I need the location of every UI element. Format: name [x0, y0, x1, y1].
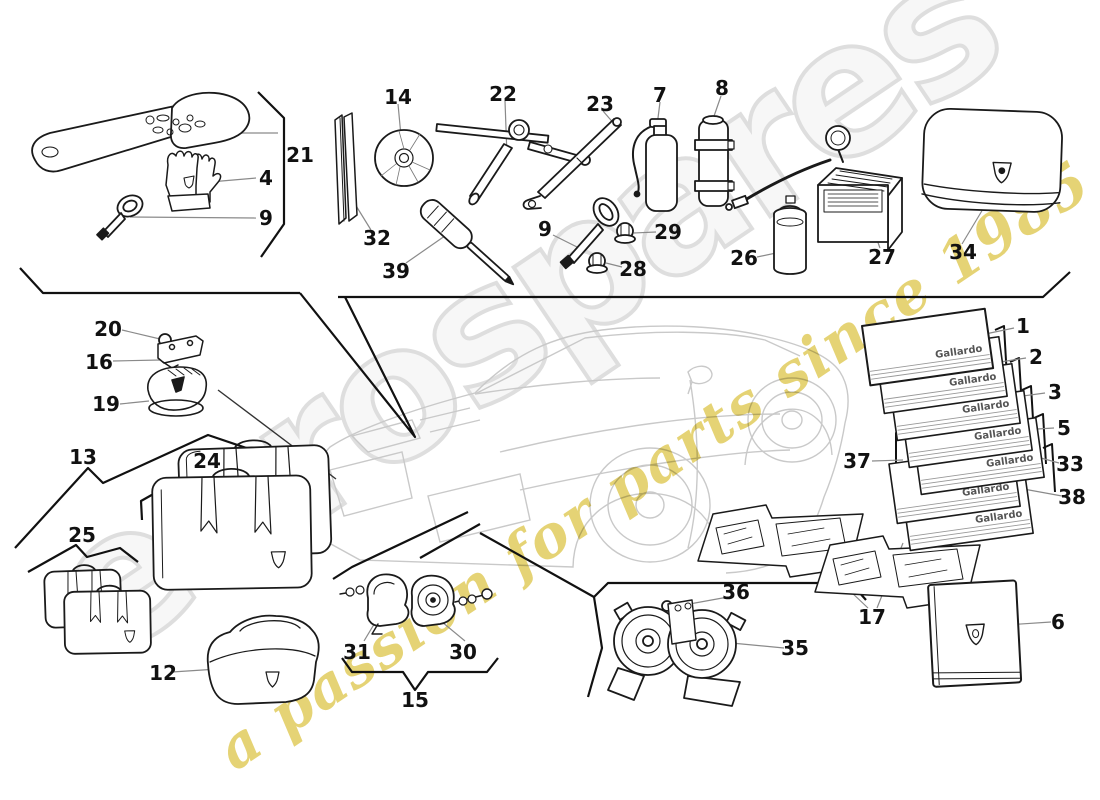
compressor-kit-drawing [725, 125, 903, 251]
kit-case-drawing [921, 107, 1063, 213]
suitcase-large-front-drawing [151, 467, 313, 591]
window-wedge-drawing [334, 112, 358, 225]
bracket-13 [14, 433, 274, 549]
bracket-21 [257, 91, 286, 258]
jack-tool-drawing [31, 91, 251, 173]
car-outline [315, 325, 849, 574]
tow-hook2-drawing [559, 197, 620, 270]
horn-pair-35-drawing [607, 599, 747, 707]
manual-stack: Gallardo Gallardo Gallardo Gallardo Gall… [861, 307, 1045, 552]
part-drawings: Gallardo Gallardo Gallardo Gallardo Gall… [31, 91, 1063, 707]
horn-30-drawing [410, 574, 493, 627]
valve-cap-29-drawing [614, 222, 636, 244]
suitcase-small-front-drawing [63, 584, 152, 655]
sealant-bottle-drawing [694, 115, 735, 207]
tow-hook-drawing [96, 194, 144, 241]
cd-drawing [374, 129, 434, 187]
garment-bag-drawing [206, 614, 320, 705]
crank-rod-drawing [522, 117, 622, 210]
valve-cap-28-drawing [586, 252, 608, 274]
horn-31-drawing [339, 573, 410, 635]
bracket-15 [341, 657, 499, 692]
bracket-25 [27, 543, 139, 573]
wrench-drawing [435, 119, 591, 206]
gloves-drawing [165, 150, 222, 212]
fire-extinguisher-drawing [631, 118, 678, 212]
spray-can-drawing [773, 195, 807, 275]
book-6-drawing [927, 579, 1023, 688]
screwdriver-drawing [419, 199, 515, 286]
alarm-siren-drawing [147, 366, 208, 417]
